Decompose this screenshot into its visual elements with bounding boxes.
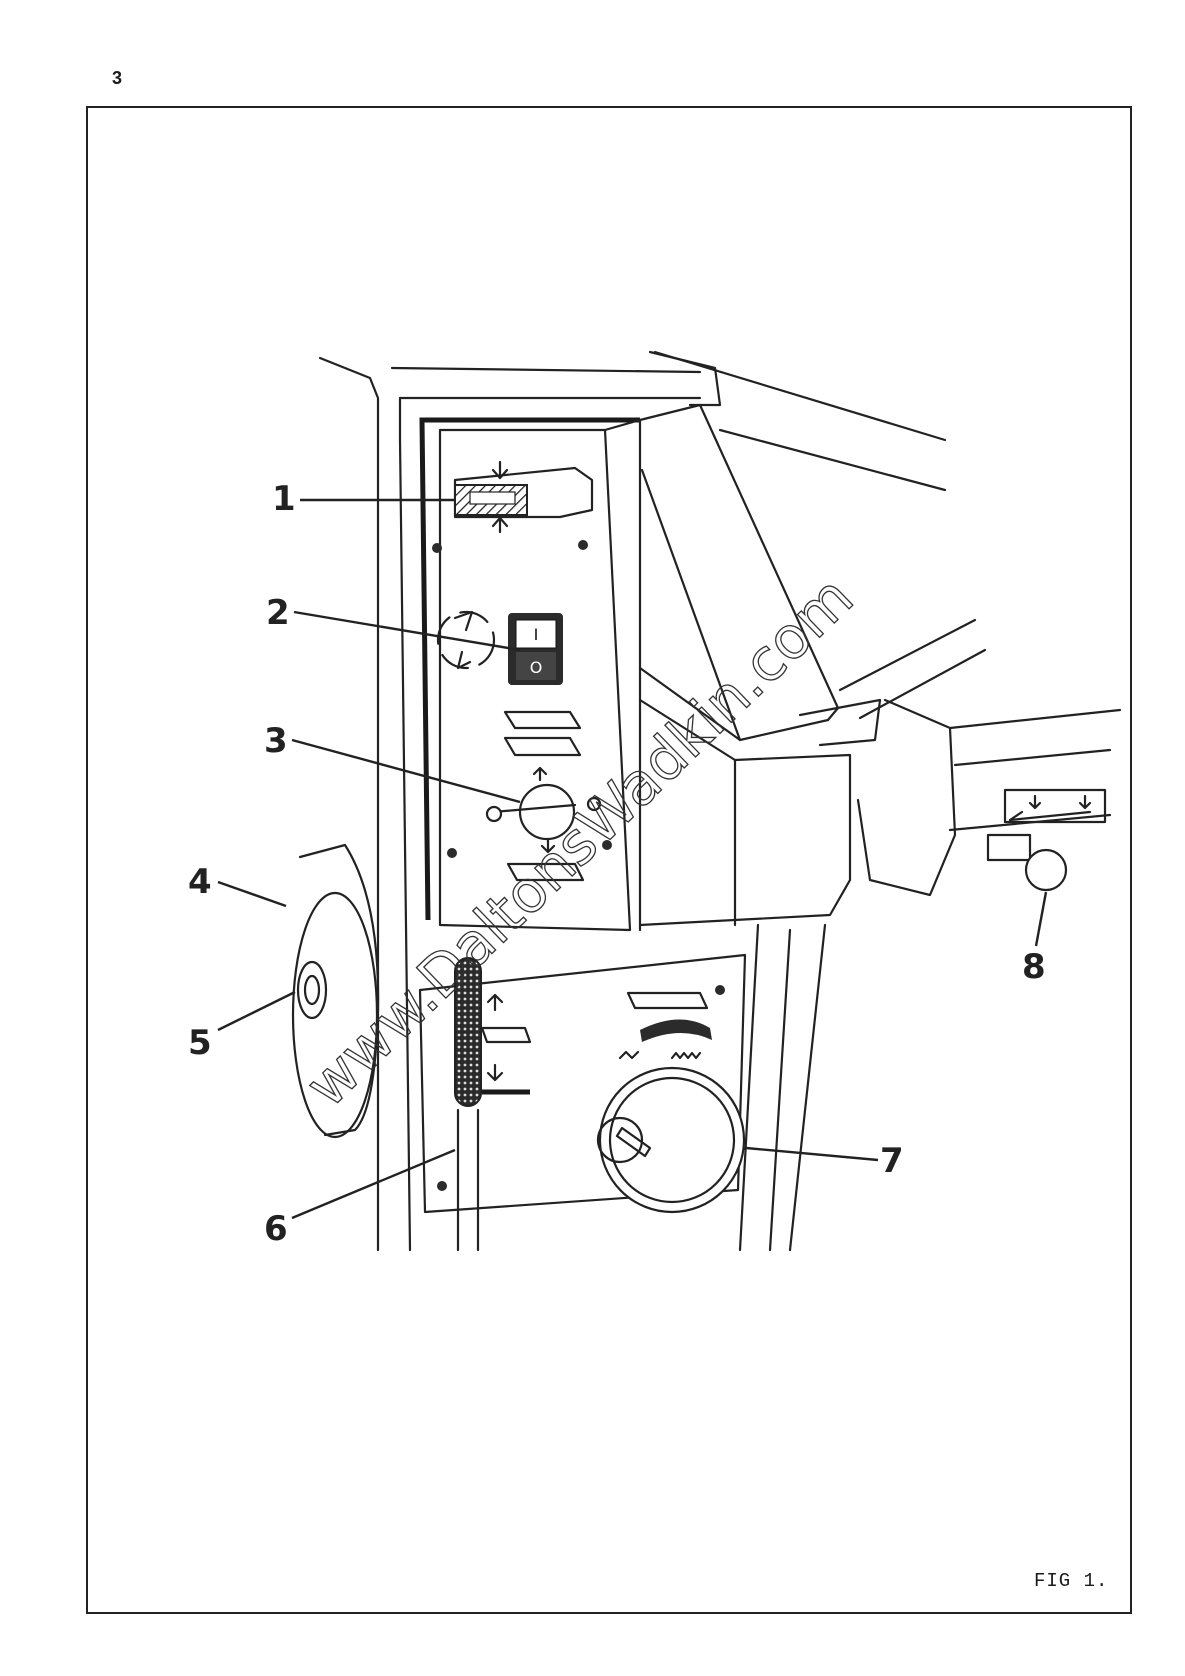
front-handwheel (598, 1068, 744, 1212)
arrow-up-icon (534, 768, 546, 780)
callout-2: 2 (266, 593, 290, 633)
callout-4: 4 (188, 862, 212, 902)
panel-screw-icon (715, 985, 725, 995)
callout-1: 1 (272, 479, 296, 519)
callout-8: 8 (1022, 947, 1046, 987)
slow-wave-icon (620, 1052, 638, 1058)
arrow-down-icon (488, 1065, 502, 1080)
switch-on-mark: I (534, 625, 539, 644)
rotation-icon (458, 652, 470, 668)
panel-screw-icon (437, 1181, 447, 1191)
arrow-up-icon (488, 995, 502, 1010)
switch-off-mark: O (530, 658, 543, 677)
arrow-down-icon (1080, 796, 1090, 808)
panel-screw-icon (447, 848, 457, 858)
digital-readout-window (455, 462, 592, 532)
panel-screw-icon (578, 540, 588, 550)
callout-3: 3 (264, 721, 288, 761)
rotation-icon (455, 612, 472, 630)
speed-symbol-icon (505, 738, 580, 755)
arrow-down-icon (1030, 796, 1040, 808)
fast-wave-icon (672, 1053, 700, 1058)
callout-7: 7 (880, 1141, 904, 1181)
speed-symbol-icon (505, 712, 580, 728)
feed-speed-symbols (620, 993, 712, 1058)
callout-6: 6 (264, 1209, 288, 1249)
arrow-up-icon (493, 518, 507, 532)
rocker-switch: I O (438, 612, 563, 685)
lock-knob (1026, 850, 1066, 890)
panel-screw-icon (432, 543, 442, 553)
callout-5: 5 (188, 1023, 212, 1063)
